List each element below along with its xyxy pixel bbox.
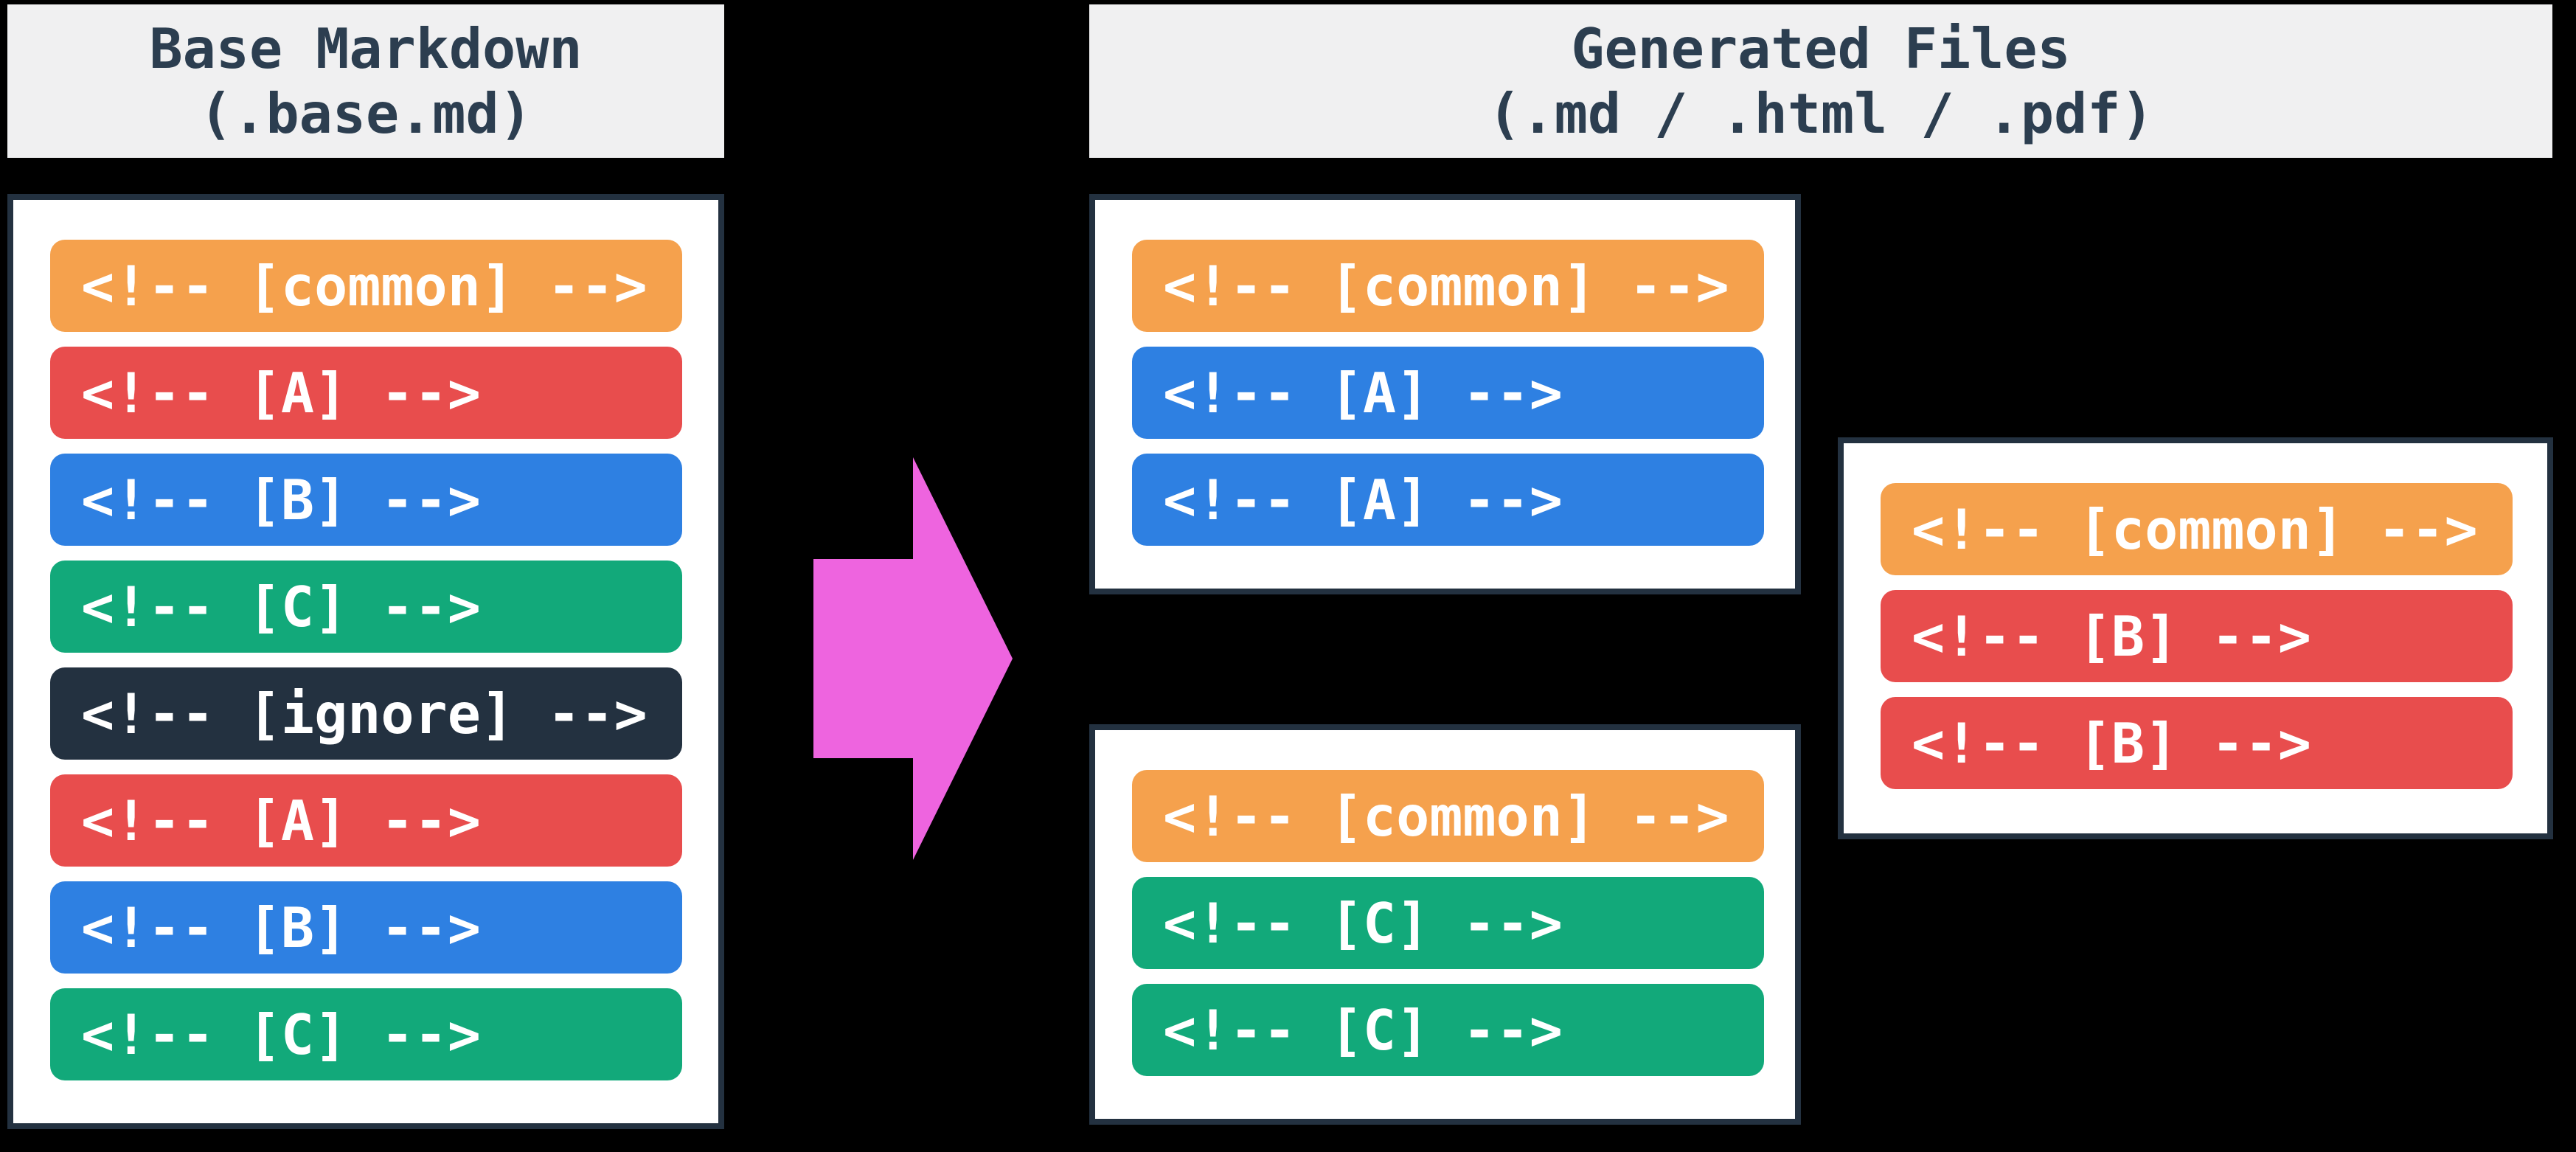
comment-block-c: <!-- [C] --> (1132, 877, 1764, 969)
comment-block-common: <!-- [common] --> (1132, 770, 1764, 862)
right-arrow-shape (813, 457, 1013, 860)
comment-block-c: <!-- [C] --> (50, 561, 682, 653)
comment-block-common: <!-- [common] --> (1881, 483, 2513, 575)
comment-block-b: <!-- [B] --> (50, 881, 682, 974)
comment-block-a: <!-- [A] --> (50, 774, 682, 867)
flow-arrow-icon (813, 457, 1013, 860)
generated-file-box-c: <!-- [common] --> <!-- [C] --> <!-- [C] … (1089, 724, 1801, 1125)
comment-block-common: <!-- [common] --> (1132, 240, 1764, 332)
generated-files-header: Generated Files (.md / .html / .pdf) (1089, 4, 2552, 158)
generated-files-header-line2: (.md / .html / .pdf) (1487, 81, 2154, 146)
generated-file-box-b: <!-- [common] --> <!-- [B] --> <!-- [B] … (1838, 437, 2553, 839)
base-markdown-header-line2: (.base.md) (199, 81, 532, 146)
comment-block-common: <!-- [common] --> (50, 240, 682, 332)
comment-block-ignore: <!-- [ignore] --> (50, 667, 682, 760)
comment-block-a: <!-- [A] --> (1132, 347, 1764, 439)
base-markdown-header: Base Markdown (.base.md) (7, 4, 724, 158)
comment-block-c: <!-- [C] --> (1132, 984, 1764, 1076)
base-markdown-file-box: <!-- [common] --> <!-- [A] --> <!-- [B] … (7, 194, 724, 1129)
comment-block-a: <!-- [A] --> (1132, 454, 1764, 546)
comment-block-b: <!-- [B] --> (1881, 697, 2513, 789)
comment-block-b: <!-- [B] --> (1881, 590, 2513, 682)
generated-files-header-line1: Generated Files (1571, 16, 2071, 81)
comment-block-a: <!-- [A] --> (50, 347, 682, 439)
base-markdown-header-line1: Base Markdown (149, 16, 583, 81)
comment-block-c: <!-- [C] --> (50, 988, 682, 1080)
generated-file-box-a: <!-- [common] --> <!-- [A] --> <!-- [A] … (1089, 194, 1801, 594)
comment-block-b: <!-- [B] --> (50, 454, 682, 546)
